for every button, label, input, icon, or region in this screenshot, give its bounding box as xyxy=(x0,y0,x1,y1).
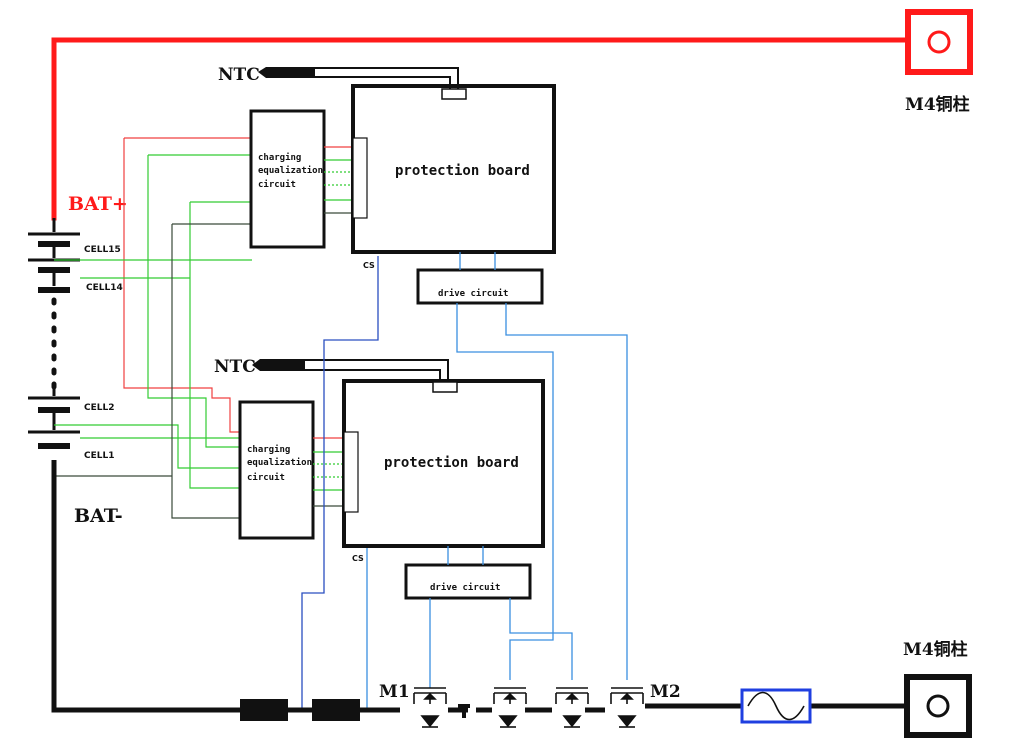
terminal-top xyxy=(905,9,973,75)
upper-module: charging equalization circuit protection… xyxy=(218,65,556,305)
upper-cs-label: CS xyxy=(363,261,375,270)
m1-label: M1 xyxy=(379,682,410,702)
terminal-bottom xyxy=(904,674,972,738)
cell2-label: CELL2 xyxy=(84,403,115,413)
blue-signal-wires xyxy=(301,252,628,710)
upper-equalization-box xyxy=(249,109,326,249)
lower-ntc-label: NTC xyxy=(214,357,256,377)
upper-protection-board xyxy=(351,84,556,254)
battery-stack xyxy=(28,218,80,449)
upper-protection-label: protection board xyxy=(395,163,530,179)
main-negative-path xyxy=(51,460,907,713)
shunt-resistor-1 xyxy=(240,699,288,721)
cell14-label: CELL14 xyxy=(86,283,123,293)
bat-plus-wire xyxy=(51,37,911,221)
lower-protection-board xyxy=(342,379,545,548)
fuse xyxy=(740,688,812,724)
mosfet-2 xyxy=(493,687,527,728)
mosfet-1 xyxy=(413,680,447,728)
upper-ntc-label: NTC xyxy=(218,65,260,85)
lower-ntc-sensor xyxy=(252,359,458,393)
mosfet-3 xyxy=(555,687,589,728)
upper-drive-box xyxy=(416,268,544,305)
cell15-label: CELL15 xyxy=(84,245,121,255)
lower-drive-label: drive circuit xyxy=(430,582,500,593)
sense-wires xyxy=(54,137,252,519)
upper-ntc-sensor xyxy=(258,67,467,100)
terminal-bottom-label: M4铜柱 xyxy=(903,639,968,660)
upper-equalization-line1: charging xyxy=(258,152,301,163)
bat-plus-label: BAT+ xyxy=(68,193,128,215)
lower-protection-label: protection board xyxy=(384,455,519,471)
lower-drive-box xyxy=(404,563,532,600)
mosfet-array xyxy=(413,680,644,728)
upper-equalization-line3: circuit xyxy=(258,179,296,190)
lower-cs-label: CS xyxy=(352,554,364,563)
cell1-label: CELL1 xyxy=(84,451,115,461)
mosfet-4 xyxy=(610,687,644,728)
m2-label: M2 xyxy=(650,682,681,702)
lower-equalization-box xyxy=(238,400,315,540)
lower-equalization-line2: equalization xyxy=(247,457,312,468)
bat-minus-label: BAT- xyxy=(74,505,123,527)
lower-equalization-line3: circuit xyxy=(247,472,285,483)
shunt-resistor-2 xyxy=(312,699,360,721)
terminal-top-label: M4铜柱 xyxy=(905,94,970,115)
upper-drive-label: drive circuit xyxy=(438,288,508,299)
lower-equalization-line1: charging xyxy=(247,444,290,455)
lower-module: charging equalization circuit protection… xyxy=(214,357,545,600)
upper-equalization-line2: equalization xyxy=(258,165,323,176)
